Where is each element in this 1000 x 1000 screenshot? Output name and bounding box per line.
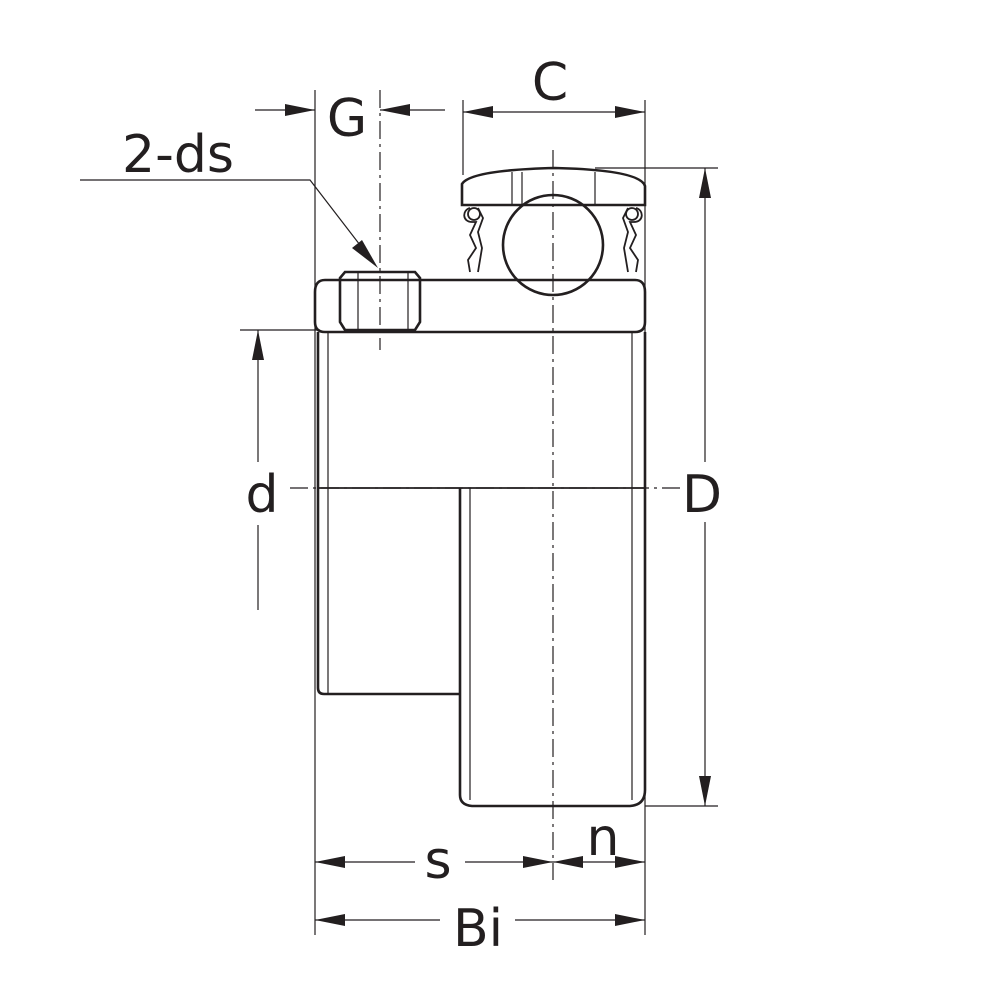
arrow-n-left xyxy=(553,856,583,868)
bearing-body xyxy=(313,278,647,808)
dimension-s xyxy=(315,856,553,868)
arrow-s-left xyxy=(315,856,345,868)
arrow-n-right xyxy=(615,856,645,868)
arrow-D-top xyxy=(699,168,711,198)
dimension-D xyxy=(699,168,711,806)
arrow-C-right xyxy=(615,106,645,118)
outer-ring-flange xyxy=(313,278,647,334)
label-2-ds: 2-ds xyxy=(122,125,234,185)
right-seal-ring xyxy=(625,207,639,221)
set-screw-body xyxy=(338,270,422,332)
label-D: D xyxy=(682,465,722,525)
dimension-C xyxy=(463,106,645,118)
label-C: C xyxy=(532,53,568,113)
arrow-G-right xyxy=(380,104,410,116)
arrow-Bi-right xyxy=(615,914,645,926)
label-s: s xyxy=(424,831,451,891)
outer-ring-left-face xyxy=(316,332,460,696)
dimension-n xyxy=(553,856,645,868)
dimension-d xyxy=(252,330,264,610)
inner-ring-extension xyxy=(458,332,647,808)
label-n: n xyxy=(587,808,620,868)
left-seal xyxy=(463,207,484,273)
arrow-s-right xyxy=(523,856,553,868)
right-seal xyxy=(622,207,643,273)
set-screw xyxy=(338,270,422,332)
leader-2-ds xyxy=(80,179,378,268)
arrow-d-top xyxy=(252,330,264,360)
label-d: d xyxy=(245,465,278,525)
arrow-Bi-left xyxy=(315,914,345,926)
label-G: G xyxy=(327,89,367,149)
left-seal-ring xyxy=(467,207,481,221)
label-Bi: Bi xyxy=(453,899,503,959)
dimension-Bi xyxy=(315,914,645,926)
arrow-2-ds xyxy=(352,240,378,268)
arrow-D-bottom xyxy=(699,776,711,806)
dimension-G xyxy=(255,104,445,116)
outer-race-top xyxy=(460,166,647,207)
arrow-G-left xyxy=(285,104,315,116)
arrow-C-left xyxy=(463,106,493,118)
